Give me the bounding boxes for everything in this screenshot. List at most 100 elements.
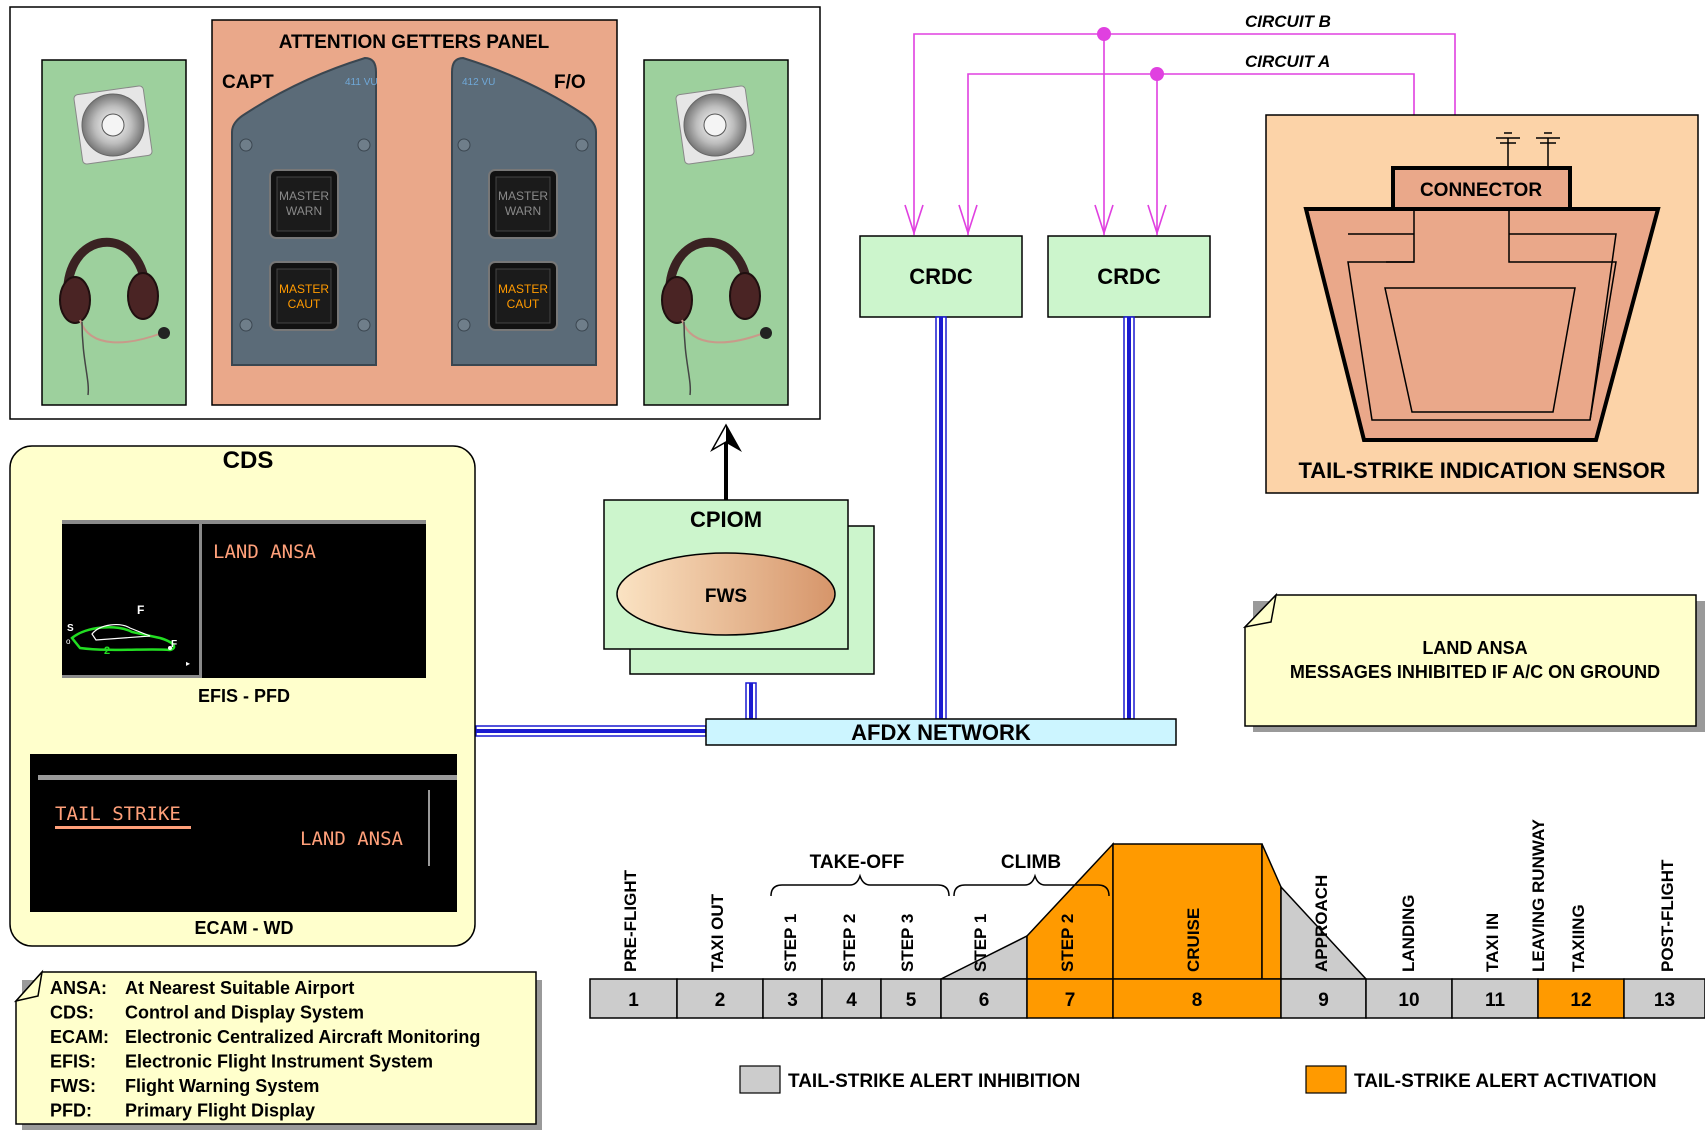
glossary-abbr: ANSA:: [50, 978, 107, 998]
pfd-mark-2: 2: [104, 645, 110, 657]
glossary-definition: Primary Flight Display: [125, 1101, 315, 1121]
arrow-up-icon: [710, 423, 742, 500]
svg-text:CAUT: CAUT: [507, 297, 540, 311]
svg-text:MASTER: MASTER: [279, 189, 329, 203]
phase-number: 4: [846, 990, 857, 1011]
phase-label: LEAVING RUNWAY: [1529, 818, 1548, 972]
junction-dot: [1097, 27, 1111, 41]
pfd-land-ansa: LAND ANSA: [213, 541, 317, 563]
glossary-definition: Flight Warning System: [125, 1076, 319, 1096]
crdc-left: CRDC: [859, 235, 1023, 318]
afdx-network: AFDX NETWORK: [705, 718, 1177, 746]
fo-master-caut-button[interactable]: MASTER CAUT: [488, 261, 558, 331]
phase-label: APPROACH: [1312, 875, 1331, 972]
phase-cell: [676, 978, 764, 1019]
phase-label: LANDING: [1399, 895, 1418, 972]
pfd-mark-f2: F: [171, 639, 177, 650]
phase-label: STEP 2: [840, 914, 859, 972]
arrow-icon: [1147, 204, 1167, 236]
circuit-b-wire: [913, 33, 1456, 235]
phase-cell: [821, 978, 882, 1019]
cds: CDS LAND ANSA F S F 2 o ▸ EFIS - PFD: [9, 445, 476, 947]
svg-text:CRDC: CRDC: [909, 264, 973, 289]
svg-text:WARN: WARN: [505, 204, 541, 218]
capt-master-warn-button[interactable]: MASTER WARN: [269, 169, 339, 239]
glossary-definition: At Nearest Suitable Airport: [125, 978, 354, 998]
phase-cell: [762, 978, 823, 1019]
note-line2: MESSAGES INHIBITED IF A/C ON GROUND: [1290, 662, 1660, 682]
takeoff-group-label: TAKE-OFF: [810, 852, 905, 873]
ground-icon: [1496, 132, 1560, 168]
legend-activation-swatch: [1305, 1065, 1347, 1094]
svg-text:MASTER: MASTER: [498, 189, 548, 203]
legend-inhibition-swatch: [739, 1065, 781, 1094]
pfd-mark-s: S: [67, 623, 74, 634]
attention-panel-title: ATTENTION GETTERS PANEL: [279, 32, 550, 53]
phase-label: TAXIING: [1569, 904, 1588, 972]
inhibition-note: LAND ANSA MESSAGES INHIBITED IF A/C ON G…: [1242, 592, 1705, 732]
fo-vu-label: 412 VU: [462, 77, 495, 88]
legend-activation-label: TAIL-STRIKE ALERT ACTIVATION: [1354, 1071, 1657, 1092]
arrow-icon: [958, 204, 978, 236]
phase-cell: [589, 978, 678, 1019]
cds-title: CDS: [223, 447, 274, 474]
glossary-definition: Control and Display System: [125, 1003, 364, 1023]
note-line1: LAND ANSA: [1422, 638, 1527, 658]
phase-number: 8: [1192, 990, 1203, 1011]
climb-brace: [953, 873, 1110, 897]
connector: [1391, 166, 1572, 211]
phase-number: 11: [1485, 990, 1506, 1011]
glossary-definition: Electronic Centralized Aircraft Monitori…: [125, 1027, 480, 1047]
phase-cell: [1280, 978, 1367, 1019]
phase-label: STEP 1: [781, 914, 800, 972]
svg-text:MASTER: MASTER: [279, 282, 329, 296]
phase-number: 9: [1318, 990, 1329, 1011]
svg-text:MASTER: MASTER: [498, 282, 548, 296]
ecam-wd-label: ECAM - WD: [195, 918, 294, 938]
phase-number: 2: [715, 990, 726, 1011]
wd-tail-strike: TAIL STRIKE: [55, 803, 181, 825]
phase-8-activation-shape: [1112, 843, 1263, 980]
circuit-a-label: CIRCUIT A: [1245, 52, 1330, 71]
phase-cell: [1365, 978, 1453, 1019]
tail-strike-sensor: CONNECTOR TAIL-STRIKE INDICATION SENSOR: [1265, 114, 1699, 494]
wd-land-ansa: LAND ANSA: [300, 828, 404, 850]
fo-master-warn-button[interactable]: MASTER WARN: [488, 169, 558, 239]
attention-getters-frame: ATTENTION GETTERS PANEL CAPT F/O 411 VU …: [9, 6, 821, 420]
capt-label: CAPT: [222, 72, 274, 93]
svg-text:WARN: WARN: [286, 204, 322, 218]
crdc-right: CRDC: [1047, 235, 1211, 318]
aircraft-icon: [70, 624, 176, 652]
sensor-title: TAIL-STRIKE INDICATION SENSOR: [1298, 458, 1665, 483]
legend-inhibition-label: TAIL-STRIKE ALERT INHIBITION: [788, 1071, 1080, 1092]
phase-number: 13: [1654, 990, 1675, 1011]
circuit-b-label: CIRCUIT B: [1245, 12, 1331, 31]
phase-cell: [1623, 978, 1705, 1019]
fo-label: F/O: [554, 72, 586, 93]
svg-text:AFDX NETWORK: AFDX NETWORK: [851, 720, 1031, 745]
glossary-abbr: EFIS:: [50, 1052, 96, 1072]
phase-cell: [1451, 978, 1539, 1019]
fws-label: FWS: [705, 586, 747, 607]
fws-module: [616, 552, 836, 636]
phase-label: PRE-FLIGHT: [621, 869, 640, 972]
phase-cell: [1537, 978, 1625, 1019]
phase-number: 10: [1398, 990, 1419, 1011]
phase-number: 7: [1065, 990, 1076, 1011]
capt-vu-label: 411 VU: [345, 77, 378, 88]
phase-cell: [940, 978, 1028, 1019]
phase-label: STEP 3: [898, 914, 917, 972]
cpiom: CPIOM FWS: [603, 499, 875, 675]
efis-pfd-label: EFIS - PFD: [198, 686, 290, 706]
glossary-abbr: CDS:: [50, 1003, 94, 1023]
phase-number: 3: [787, 990, 798, 1011]
capt-master-caut-button[interactable]: MASTER CAUT: [269, 261, 339, 331]
glossary-abbr: ECAM:: [50, 1027, 109, 1047]
loudspeaker-icon: [675, 85, 755, 165]
pfd-mark-f: F: [137, 603, 144, 617]
phase-number: 5: [906, 990, 917, 1011]
glossary-abbr: FWS:: [50, 1076, 96, 1096]
